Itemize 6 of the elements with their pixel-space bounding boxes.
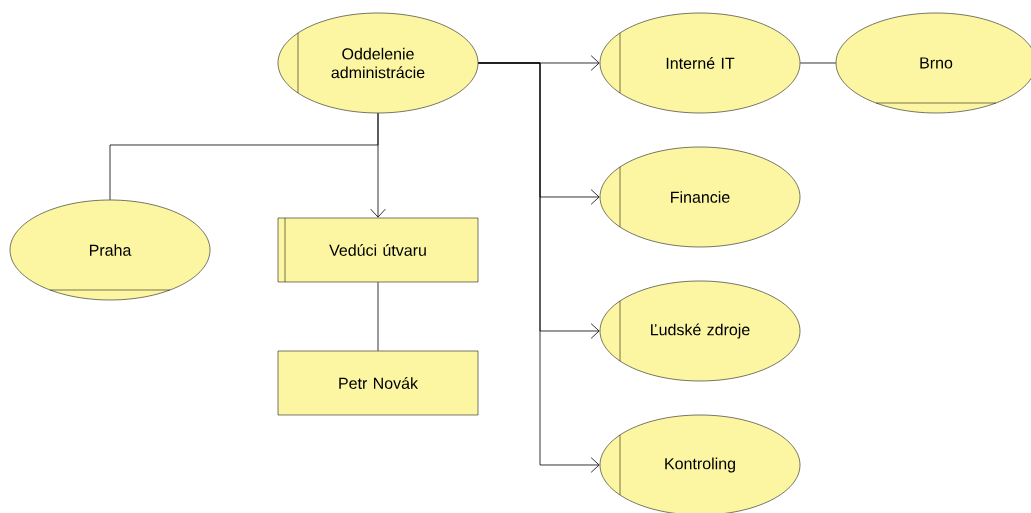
position-box: Vedúci útvaru	[277, 217, 479, 283]
connector-arrow	[370, 112, 386, 218]
connector-line	[377, 281, 379, 352]
connector-arrow	[477, 62, 600, 473]
person-box: Petr Novák	[277, 350, 479, 416]
connector-line	[799, 62, 837, 64]
